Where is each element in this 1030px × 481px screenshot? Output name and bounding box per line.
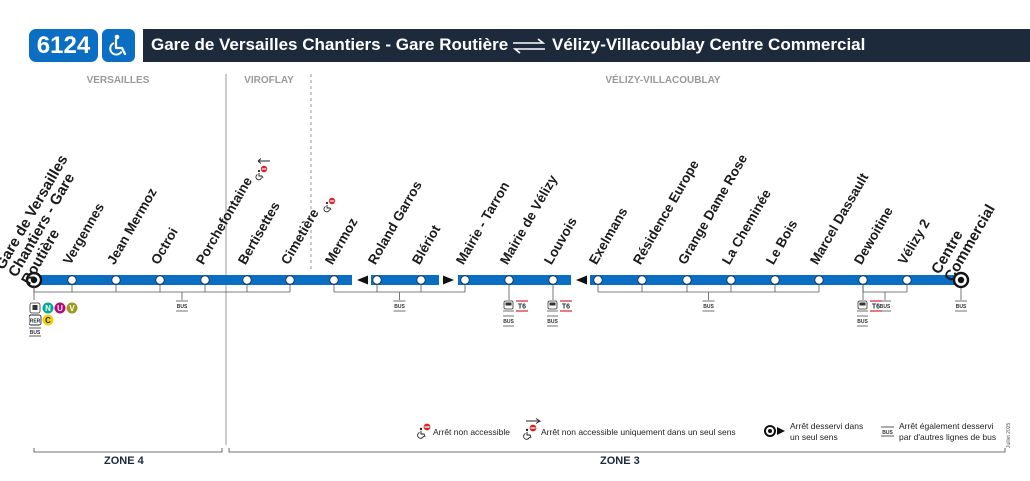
one-way-arrow-icon bbox=[357, 275, 368, 285]
stop-dot[interactable] bbox=[242, 275, 252, 285]
stop-dot[interactable] bbox=[111, 275, 121, 285]
bus-label: BUS bbox=[503, 319, 514, 325]
stop-dot[interactable] bbox=[155, 275, 165, 285]
bus-label: BUS bbox=[703, 304, 714, 310]
legend-bus-label: BUS bbox=[882, 430, 893, 436]
one-way-arrow-icon bbox=[443, 275, 454, 285]
tram-t6-badge: T6 bbox=[518, 304, 526, 311]
stop-dot[interactable] bbox=[902, 275, 912, 285]
route-line bbox=[32, 275, 964, 285]
header-bar bbox=[143, 29, 1030, 62]
stop-dot[interactable] bbox=[548, 275, 558, 285]
terminus-dot bbox=[957, 276, 965, 284]
stop-dot[interactable] bbox=[814, 275, 824, 285]
one-way-stop-icon bbox=[764, 425, 785, 437]
stop-dot[interactable] bbox=[770, 275, 780, 285]
line-number-badge: 6124 bbox=[29, 29, 98, 62]
line-u-badge: U bbox=[57, 304, 63, 313]
bus-label: BUS bbox=[857, 319, 868, 325]
legend-one-way-1: Arrêt desservi dans bbox=[790, 421, 864, 431]
stop-dot[interactable] bbox=[285, 275, 295, 285]
commune-label: VIROFLAY bbox=[244, 75, 294, 86]
commune-label: VERSAILLES bbox=[86, 75, 150, 86]
bus-label: BUS bbox=[956, 304, 967, 310]
bus-label: BUS bbox=[30, 330, 41, 336]
bus-label: BUS bbox=[394, 304, 405, 310]
stop-dot[interactable] bbox=[858, 275, 868, 285]
wheelchair-icon bbox=[102, 29, 135, 62]
legend-not-accessible: Arrêt non accessible bbox=[433, 427, 511, 437]
tram-t6-badge: T6 bbox=[872, 304, 880, 311]
stop-dot[interactable] bbox=[67, 275, 77, 285]
stop-dot[interactable] bbox=[637, 275, 647, 285]
zone-3-label: ZONE 3 bbox=[600, 455, 640, 467]
stop-dot[interactable] bbox=[726, 275, 736, 285]
not-accessible-one-way-icon bbox=[255, 158, 270, 181]
stop-dot[interactable] bbox=[460, 275, 470, 285]
not-accessible-one-way-icon bbox=[523, 418, 541, 440]
commune-label: VÉLIZY-VILLACOUBLAY bbox=[605, 75, 721, 86]
stop-dot[interactable] bbox=[682, 275, 692, 285]
stop-dot[interactable] bbox=[372, 275, 382, 285]
stop-dot[interactable] bbox=[329, 275, 339, 285]
bus-label: BUS bbox=[177, 304, 188, 310]
terminus-dot bbox=[30, 276, 38, 284]
other-bus-lines-icon: BUS bbox=[881, 426, 894, 437]
legend-one-way-2: un seul sens bbox=[790, 432, 838, 442]
route-origin: Gare de Versailles Chantiers - Gare Rout… bbox=[151, 35, 509, 54]
stop-dot[interactable] bbox=[504, 275, 514, 285]
bus-label: BUS bbox=[880, 304, 891, 310]
legend-other-lines-2: par d'autres lignes de bus bbox=[899, 432, 997, 442]
not-accessible-icon bbox=[417, 423, 431, 439]
bidirectional-arrow-icon bbox=[512, 38, 546, 54]
bus-label: BUS bbox=[547, 319, 558, 325]
line-n-badge: N bbox=[45, 304, 51, 313]
not-accessible-icon bbox=[323, 197, 336, 213]
legend-other-lines-1: Arrêt également desservi bbox=[899, 421, 994, 431]
stop-dot[interactable] bbox=[416, 275, 426, 285]
legend-not-accessible-one-way: Arrêt non accessible uniquement dans un … bbox=[541, 427, 736, 437]
stop-dot[interactable] bbox=[593, 275, 603, 285]
stop-dot[interactable] bbox=[200, 275, 210, 285]
route-destination: Vélizy-Villacoublay Centre Commercial bbox=[552, 35, 866, 54]
tram-t6-badge: T6 bbox=[562, 304, 570, 311]
one-way-arrow-icon bbox=[576, 275, 587, 285]
zone-4-label: ZONE 4 bbox=[104, 455, 144, 467]
terminus-correspondences: N U V RER C BUS bbox=[28, 302, 89, 345]
rer-badge: RER bbox=[30, 319, 41, 325]
rer-c-badge: C bbox=[45, 316, 51, 325]
line-v-badge: V bbox=[69, 304, 75, 313]
